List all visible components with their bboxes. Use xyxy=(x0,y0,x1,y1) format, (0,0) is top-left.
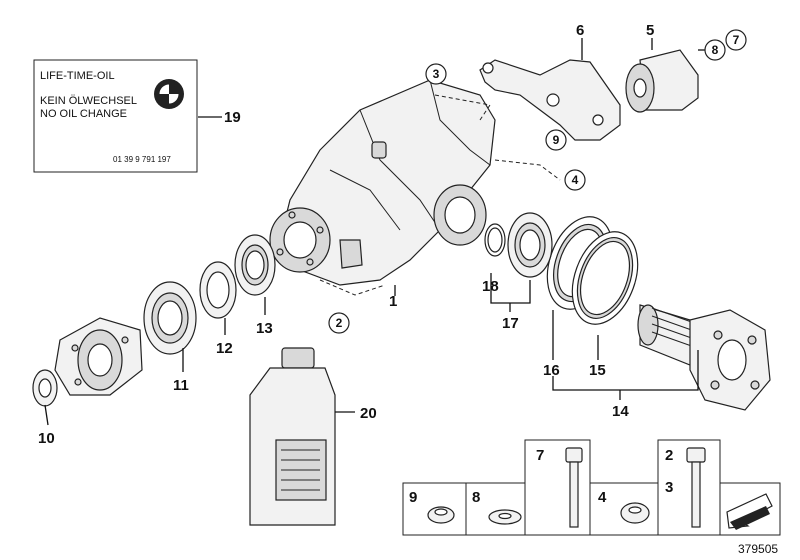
callout-circle-2: 2 xyxy=(328,312,350,334)
callout-19: 19 xyxy=(224,109,241,126)
callout-1: 1 xyxy=(389,293,397,310)
shaft-seal-13 xyxy=(234,234,276,296)
label-line3: NO OIL CHANGE xyxy=(40,108,127,120)
callout-18: 18 xyxy=(482,278,499,295)
hardware-label-3: 3 xyxy=(665,479,673,496)
diagram-number: 379505 xyxy=(738,542,778,556)
self-locking-nut-4 xyxy=(620,502,650,524)
hardware-label-9: 9 xyxy=(409,489,417,506)
shaft-seal-17 xyxy=(507,212,553,278)
callout-labels: 19 1 20 11 12 13 10 6 5 18 17 16 15 14 3… xyxy=(38,22,747,506)
spacer-ring-12 xyxy=(199,261,237,319)
callout-17: 17 xyxy=(502,315,519,332)
bmw-logo-icon xyxy=(154,79,184,109)
callout-14: 14 xyxy=(612,403,629,420)
callout-circle-8: 8 xyxy=(704,39,726,61)
hardware-label-8: 8 xyxy=(472,489,480,506)
direction-arrow-icon xyxy=(726,493,773,530)
callout-10: 10 xyxy=(38,430,55,447)
callout-circle-3: 3 xyxy=(425,63,447,85)
svg-text:3: 3 xyxy=(433,67,440,81)
self-locking-nut-9 xyxy=(427,506,455,524)
seal-ring-15 xyxy=(571,231,639,325)
svg-text:4: 4 xyxy=(572,173,579,187)
svg-text:9: 9 xyxy=(553,133,560,147)
rubber-mount xyxy=(625,49,699,113)
callout-6: 6 xyxy=(576,22,584,39)
callout-13: 13 xyxy=(256,320,273,337)
washer-8 xyxy=(488,509,522,525)
callout-circle-9: 9 xyxy=(545,129,567,151)
callout-16: 16 xyxy=(543,362,560,379)
hardware-panel xyxy=(402,439,781,536)
hardware-label-4: 4 xyxy=(598,489,607,506)
bolt-7 xyxy=(565,447,583,528)
svg-text:2: 2 xyxy=(336,316,343,330)
leader-lines xyxy=(44,38,710,426)
callout-circle-4: 4 xyxy=(564,169,586,191)
input-flange xyxy=(54,317,143,396)
hardware-label-2: 2 xyxy=(665,447,673,464)
callout-15: 15 xyxy=(589,362,606,379)
label-line1: LIFE-TIME-OIL xyxy=(40,70,115,82)
differential-housing xyxy=(269,79,561,296)
oil-label-sticker: LIFE-TIME-OIL KEIN ÖLWECHSEL NO OIL CHAN… xyxy=(33,59,198,173)
callout-12: 12 xyxy=(216,340,233,357)
svg-text:7: 7 xyxy=(733,33,740,47)
callout-circle-7: 7 xyxy=(725,29,747,51)
label-line2: KEIN ÖLWECHSEL xyxy=(40,95,137,107)
hardware-label-7: 7 xyxy=(536,447,544,464)
callout-20: 20 xyxy=(360,405,377,422)
svg-text:8: 8 xyxy=(712,43,719,57)
callout-5: 5 xyxy=(646,22,654,39)
callout-11: 11 xyxy=(173,377,189,394)
oil-bottle xyxy=(249,347,336,526)
rear-axle-bracket xyxy=(479,59,621,141)
o-ring-18 xyxy=(484,223,506,257)
output-flange-shaft xyxy=(637,304,771,411)
seal-ring-11 xyxy=(143,281,197,355)
bolt-2-3 xyxy=(686,447,706,528)
label-part-number: 01 39 9 791 197 xyxy=(113,155,171,164)
collar-nut-10 xyxy=(32,369,58,407)
